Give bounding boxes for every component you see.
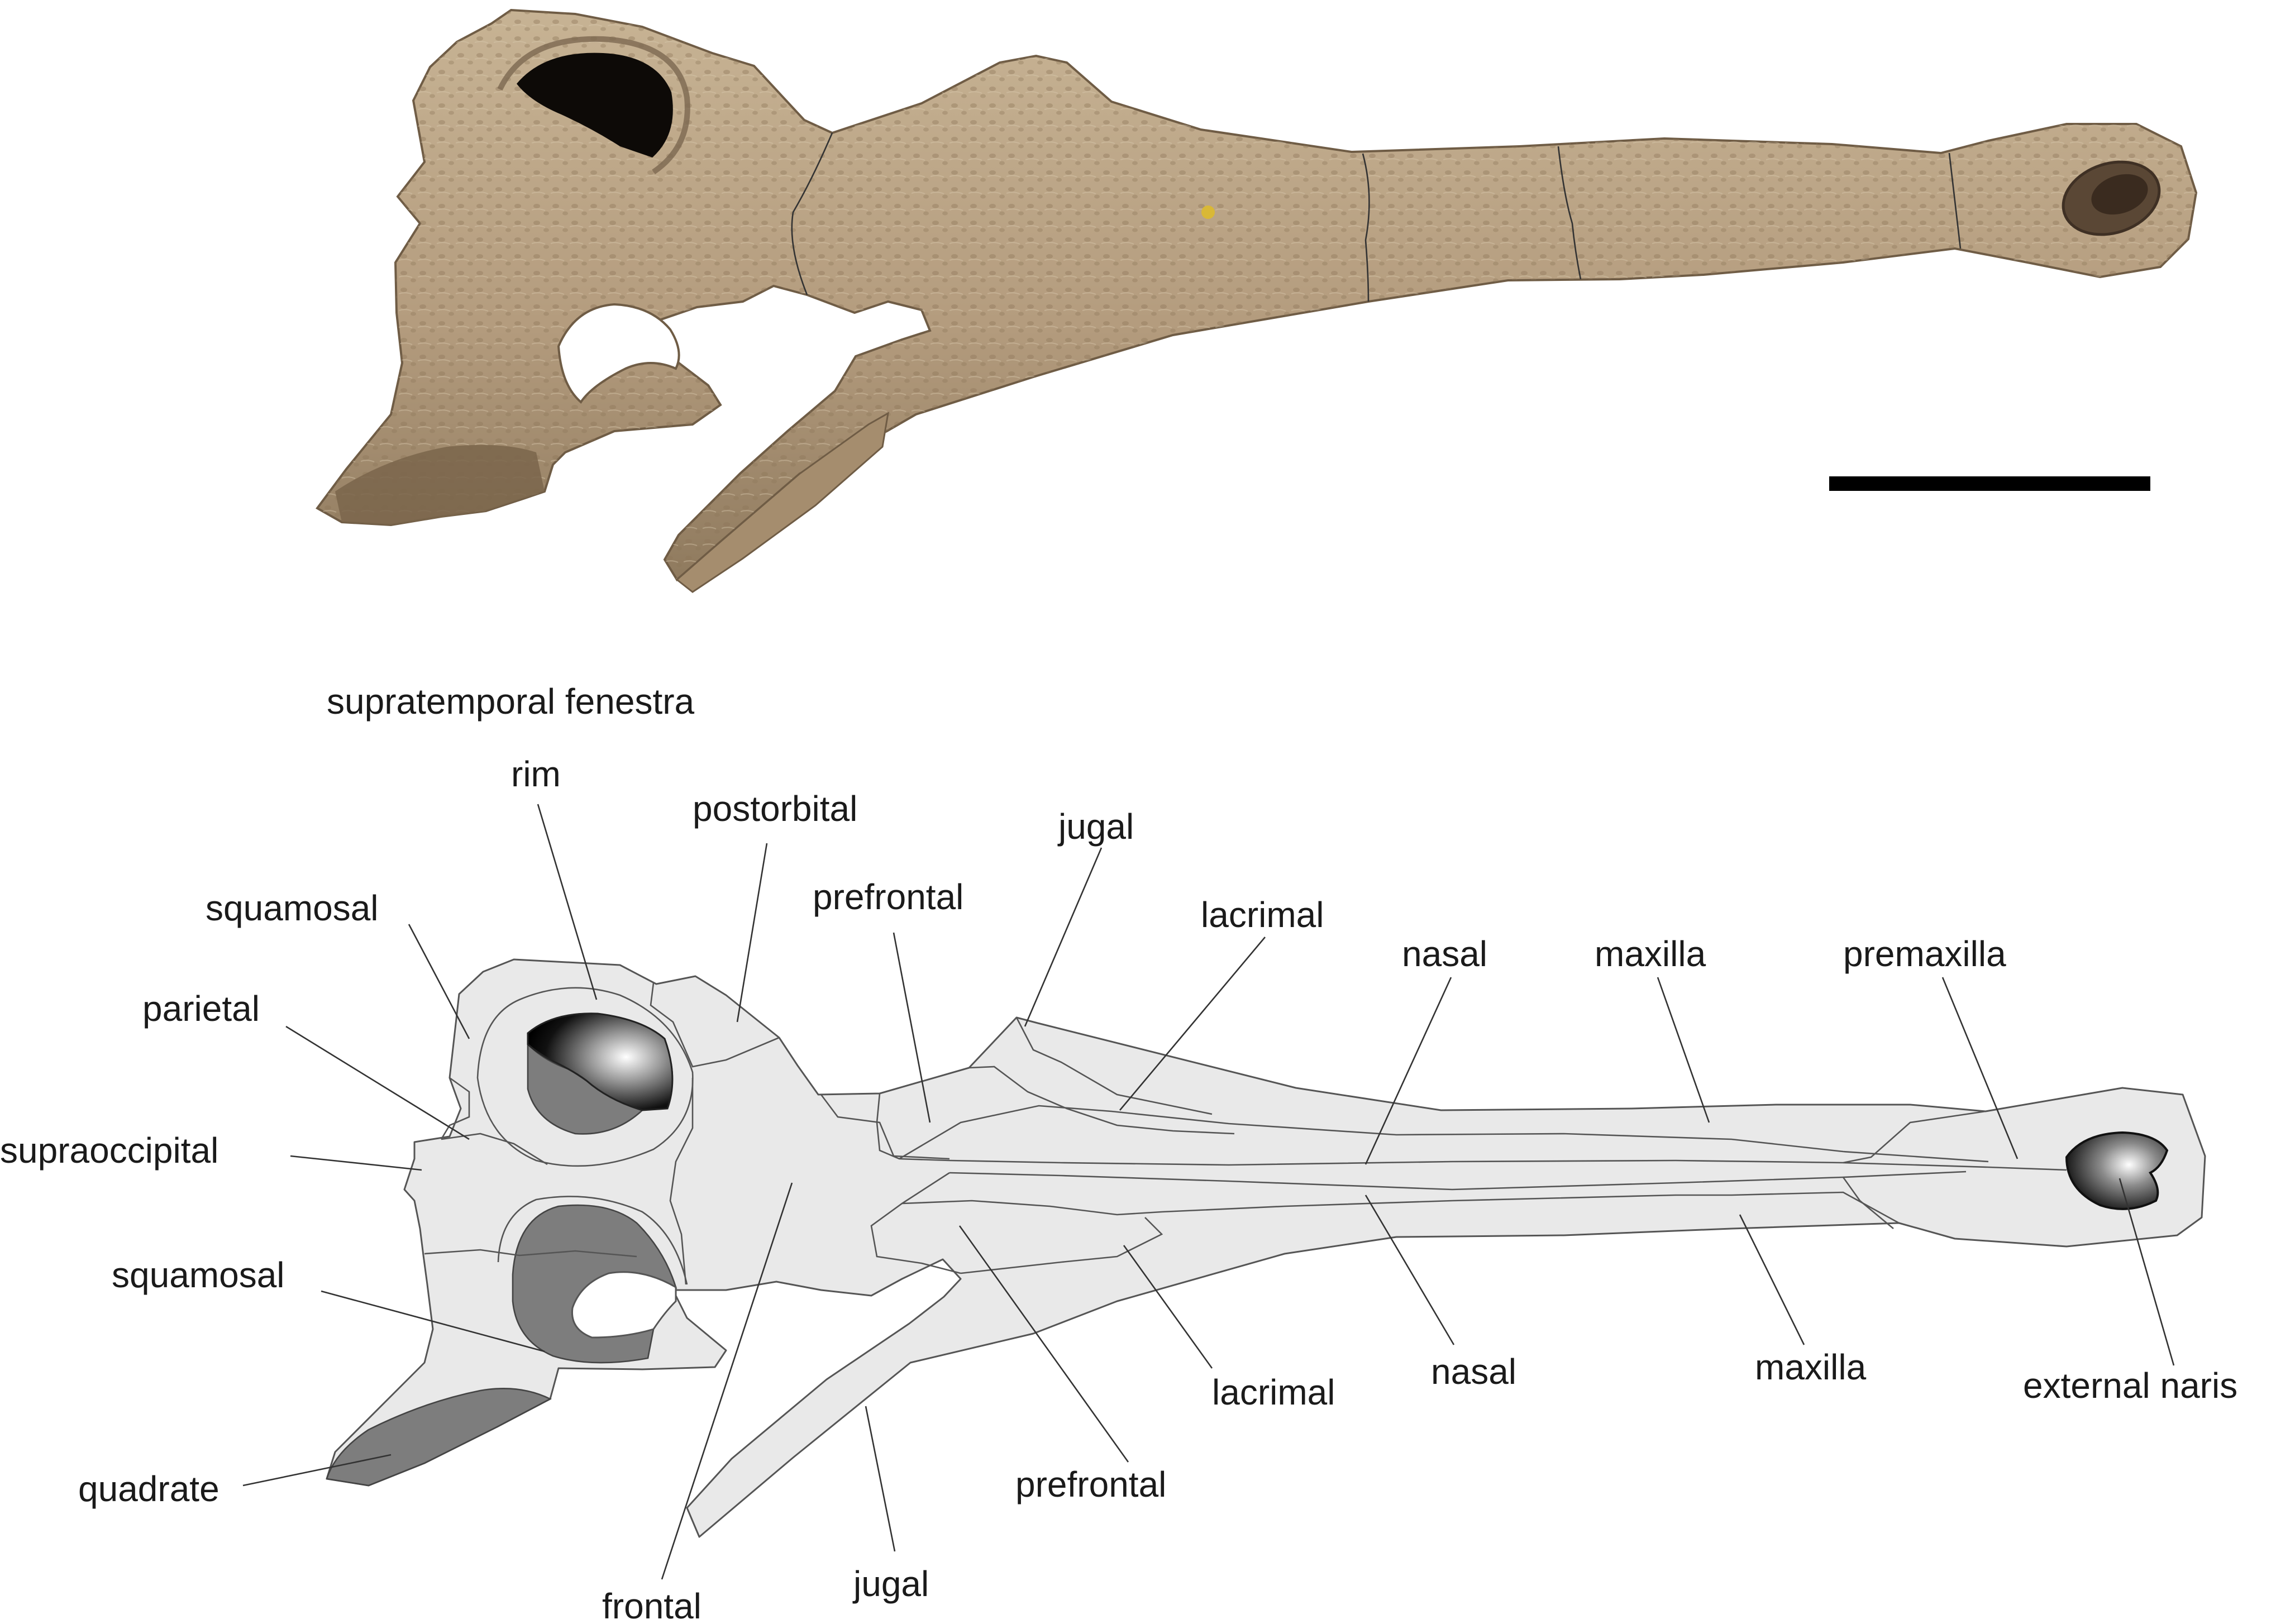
- skull-drawing: [326, 958, 2206, 1538]
- labels: supratemporal fenestra rim postorbital j…: [0, 681, 2237, 1624]
- scale-bar: [1829, 476, 2150, 491]
- drawing-external-naris: [2065, 1131, 2169, 1210]
- leader-maxilla-bottom: [1739, 1214, 1805, 1345]
- suture-lacrimal-lower: [901, 1191, 1900, 1224]
- leader-squamosal-top: [408, 924, 470, 1039]
- label-supraoccipital: supraoccipital: [0, 1130, 218, 1171]
- leader-jugal-top: [1024, 847, 1103, 1027]
- label-premaxilla: premaxilla: [1843, 934, 2006, 974]
- drawing-fenestra-rim: [476, 987, 694, 1167]
- label-nasal-bottom: nasal: [1431, 1351, 1516, 1392]
- drawing-supratemporal-fenestra-hole: [527, 1012, 674, 1111]
- fossil-spot: [1201, 206, 1215, 219]
- suture-prefrontal-lower: [870, 1172, 961, 1274]
- leader-premaxilla: [1941, 977, 2019, 1159]
- suture-maxilla-premaxilla: [1843, 1110, 1986, 1164]
- suture-jugal-lower: [960, 1217, 1163, 1274]
- label-jugal-top: jugal: [1057, 806, 1134, 847]
- suture-squamosal-parietal: [440, 1077, 470, 1140]
- leader-external-naris: [2118, 1178, 2175, 1366]
- label-quadrate: quadrate: [78, 1469, 220, 1509]
- suture-lower-cranium: [424, 1249, 637, 1258]
- drawing-orbit-hole: [571, 1271, 677, 1339]
- fossil-fenestra-rim: [497, 36, 690, 175]
- leader-maxilla-top: [1657, 977, 1710, 1123]
- fossil-texture: [317, 10, 2196, 580]
- fossil-orbit-notch: [557, 303, 680, 404]
- label-rim: rim: [511, 754, 561, 794]
- leader-postorbital: [736, 843, 768, 1023]
- suture-lacrimal-mid: [899, 1105, 1989, 1163]
- suture-prefrontal: [876, 1093, 950, 1162]
- label-jugal-bottom: jugal: [852, 1564, 929, 1604]
- fossil-crack-1: [1362, 153, 1370, 302]
- drawing-outline: [326, 958, 2206, 1538]
- leader-nasal-bottom: [1364, 1195, 1455, 1345]
- label-postorbital: postorbital: [693, 789, 857, 829]
- suture-nasal-upper: [949, 1159, 2067, 1171]
- leader-prefrontal-bottom: [958, 1225, 1129, 1463]
- suture-jugal-upper: [1015, 1017, 1213, 1115]
- leader-quadrate: [242, 1454, 392, 1487]
- leader-frontal: [661, 1182, 793, 1580]
- leader-squamosal-bottom: [321, 1290, 545, 1353]
- label-prefrontal-top: prefrontal: [813, 877, 963, 917]
- leader-supraoccipital: [290, 1155, 422, 1171]
- suture-mid-cranium: [441, 1133, 548, 1166]
- leader-lacrimal-bottom: [1123, 1245, 1213, 1369]
- suture-premaxilla-lower: [1842, 1177, 1894, 1229]
- label-external-naris: external naris: [2023, 1365, 2237, 1406]
- fossil-crack-3: [1948, 152, 1962, 249]
- leader-prefrontal-top: [893, 932, 931, 1123]
- label-squamosal-top: squamosal: [206, 888, 379, 928]
- suture-frontal-rear: [820, 1094, 950, 1160]
- label-maxilla-top: maxilla: [1595, 934, 1706, 974]
- label-prefrontal-bottom: prefrontal: [1015, 1464, 1166, 1504]
- label-lacrimal-top: lacrimal: [1201, 895, 1324, 935]
- fossil-jugal-bar: [675, 412, 889, 593]
- label-lacrimal-bottom: lacrimal: [1212, 1372, 1335, 1412]
- fossil-naris-inner: [2091, 174, 2148, 215]
- leader-jugal-bottom: [865, 1406, 896, 1552]
- label-supratemporal-fenestra: supratemporal fenestra: [327, 681, 695, 722]
- drawing-orbit-rim: [497, 1196, 688, 1285]
- drawing-quadrate-dark: [326, 1388, 552, 1487]
- suture-interorbital: [669, 1078, 694, 1285]
- drawing-supratemporal-fenestra-lower: [527, 1042, 644, 1135]
- label-maxilla-bottom: maxilla: [1755, 1347, 1867, 1387]
- leader-lacrimal-top: [1119, 937, 1266, 1111]
- fossil-quadrate-shade: [335, 445, 545, 525]
- leader-rim: [537, 804, 598, 1000]
- fossil-crack-4: [791, 132, 833, 295]
- label-parietal: parietal: [142, 988, 260, 1029]
- leader-parietal: [285, 1025, 470, 1140]
- label-frontal: frontal: [602, 1586, 702, 1624]
- fossil-crack-2: [1557, 146, 1582, 280]
- fossil-supratemporal-fenestra: [517, 52, 673, 157]
- leader-lines: [242, 804, 2175, 1580]
- suture-postorbital: [650, 982, 780, 1068]
- fossil-photo: [316, 8, 2198, 593]
- label-squamosal-bottom: squamosal: [112, 1255, 285, 1295]
- leader-nasal-top: [1364, 977, 1452, 1165]
- label-nasal-top: nasal: [1402, 934, 1487, 974]
